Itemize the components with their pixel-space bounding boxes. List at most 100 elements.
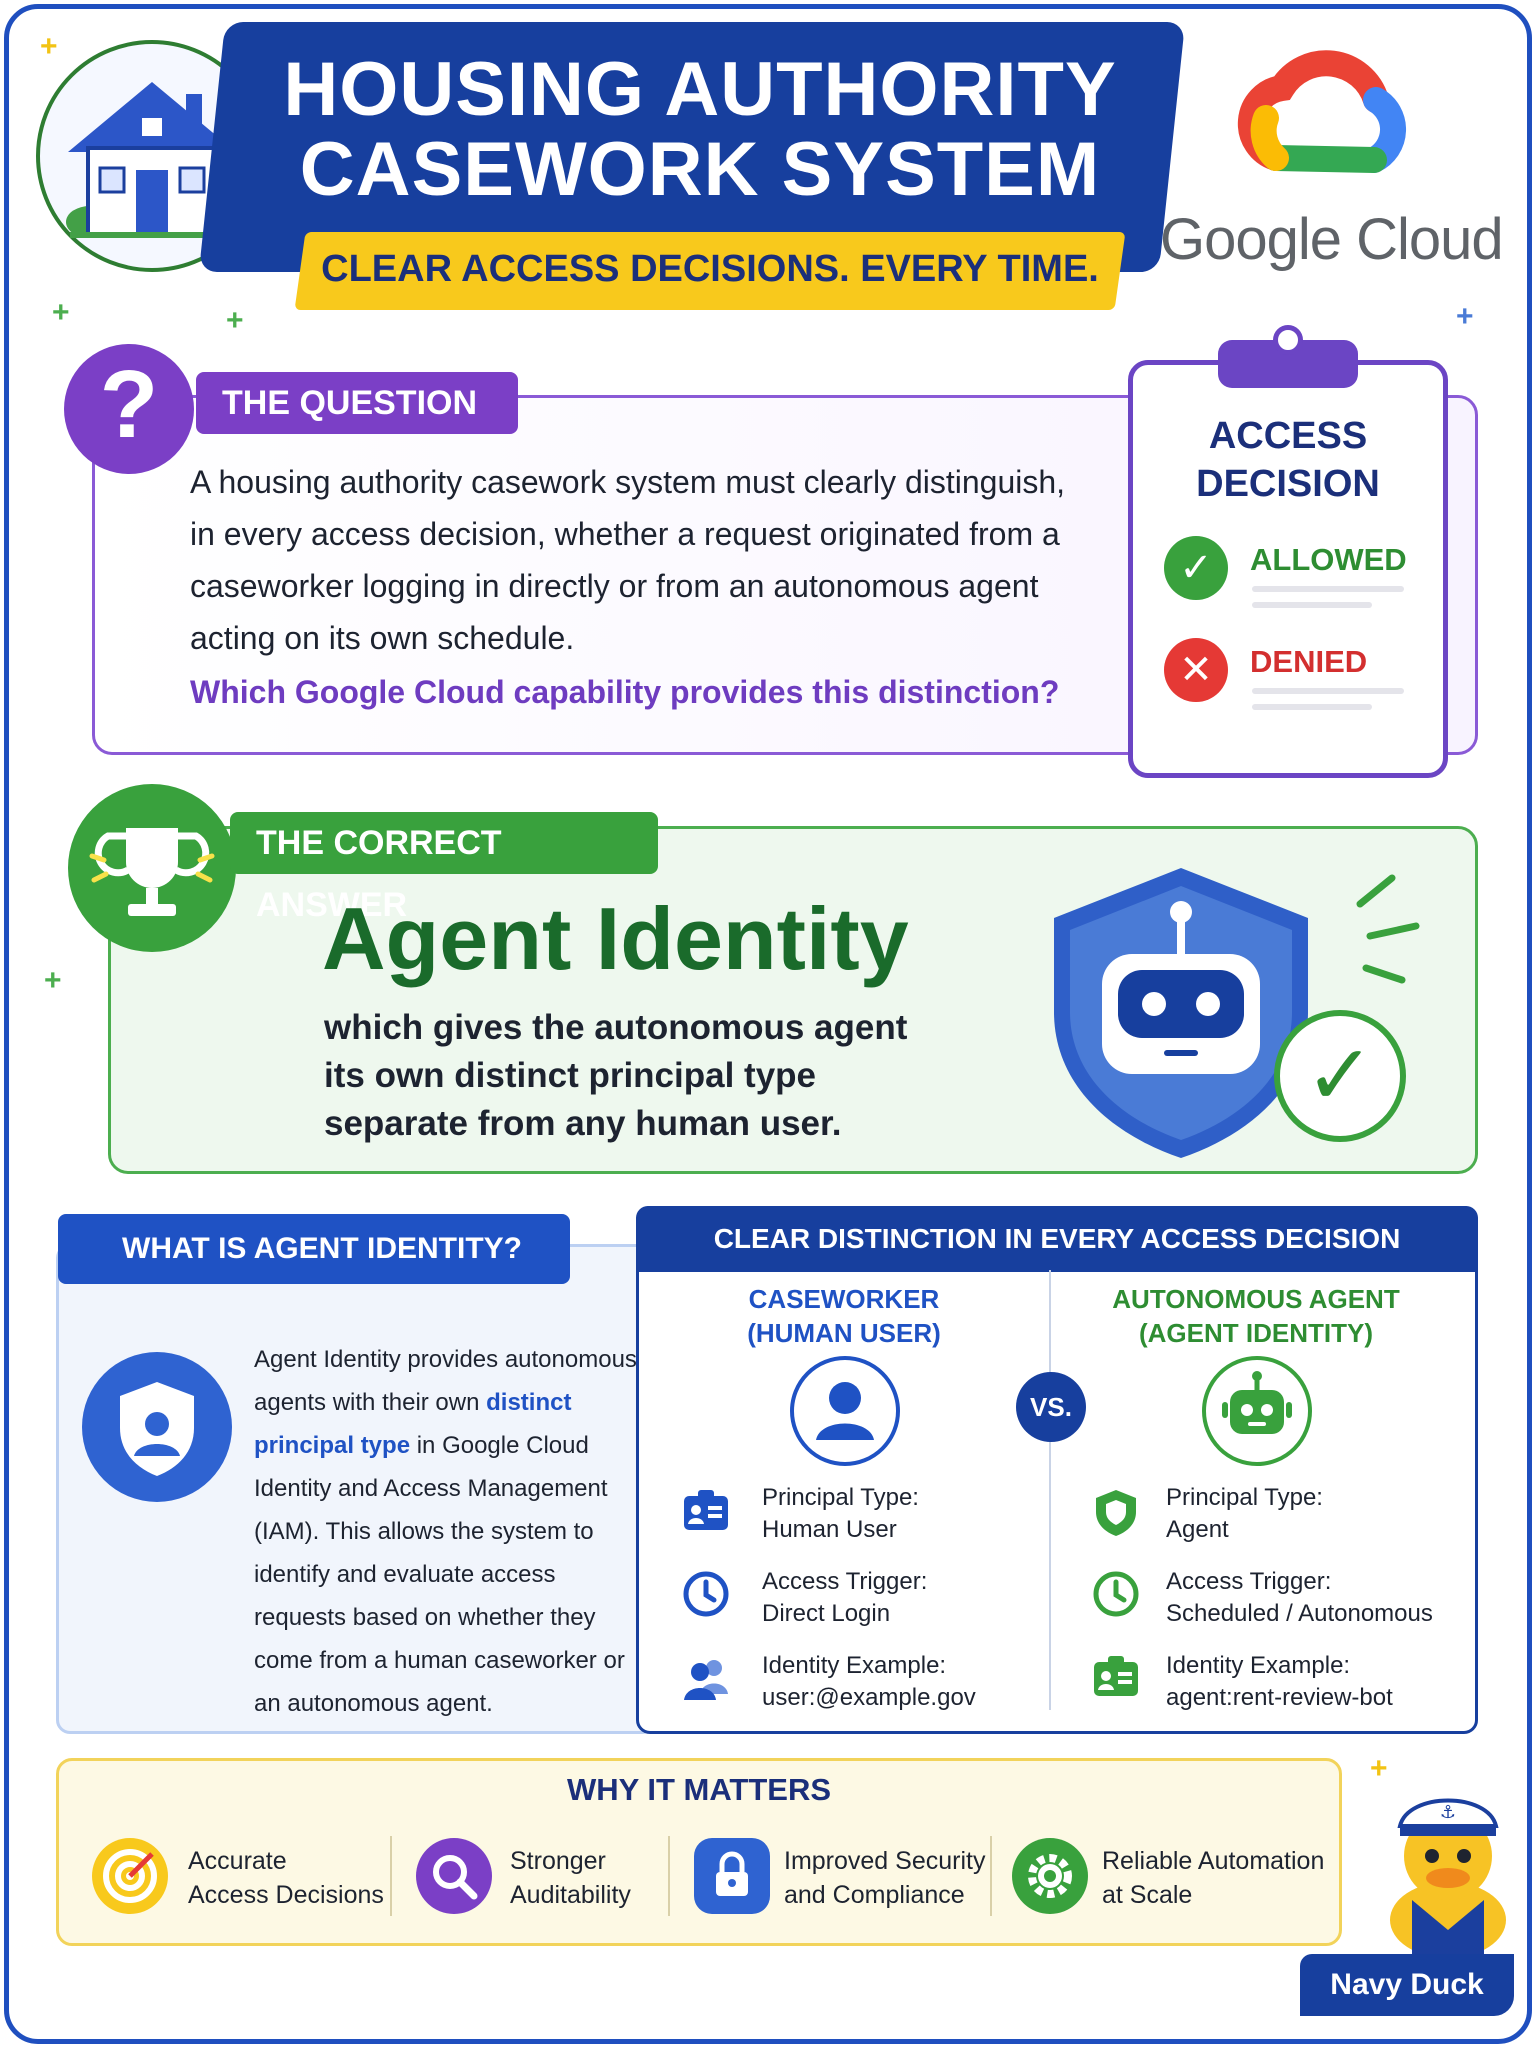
sparkle-icon: + [40, 30, 58, 63]
person-avatar [790, 1356, 900, 1466]
row-label: Access Trigger: [762, 1568, 928, 1595]
check-circle-icon: ✓ [1274, 1010, 1406, 1142]
comparison-panel [636, 1206, 1478, 1734]
clipboard-title: ACCESS DECISION [1130, 412, 1446, 508]
title-line-1: HOUSING AUTHORITY [283, 47, 1117, 132]
what-is-description: Agent Identity provides autonomous agent… [254, 1338, 644, 1725]
trophy-badge [68, 784, 236, 952]
clipboard-title-line-1: ACCESS [1208, 415, 1368, 457]
caseworker-principal-type: Principal Type: Human User [762, 1482, 919, 1546]
target-icon [103, 1849, 157, 1903]
google-cloud-logo-icon [1237, 50, 1407, 173]
row-value: Human User [762, 1516, 897, 1543]
shield-icon [1096, 1490, 1136, 1536]
sparkle-icon: + [44, 964, 62, 997]
answer-line-2: its own distinct principal type [324, 1056, 816, 1095]
id-card-icon [1094, 1656, 1138, 1696]
row-label: Access Trigger: [1166, 1568, 1332, 1595]
answer-description: which gives the autonomous agent its own… [324, 1004, 1024, 1148]
why-item-auditability: Stronger Auditability [510, 1844, 631, 1912]
caseworker-access-trigger: Access Trigger: Direct Login [762, 1566, 927, 1630]
x-icon: ✕ [1164, 638, 1228, 702]
answer-line-1: which gives the autonomous agent [324, 1008, 908, 1047]
placeholder-line [1252, 704, 1372, 710]
why-item-line-2: Auditability [510, 1881, 631, 1909]
why-item-automation: Reliable Automation at Scale [1102, 1844, 1324, 1912]
title-line-2: CASEWORK SYSTEM [299, 127, 1101, 212]
row-value: Agent [1166, 1516, 1229, 1543]
row-label: Principal Type: [1166, 1484, 1323, 1511]
answer-line-3: separate from any human user. [324, 1104, 842, 1143]
target-badge [92, 1838, 168, 1914]
placeholder-line [1252, 602, 1372, 608]
person-icon [816, 1382, 874, 1440]
row-value: agent:rent-review-bot [1166, 1684, 1393, 1711]
clock-icon [1093, 1571, 1139, 1617]
agent-title: AUTONOMOUS AGENT [1112, 1284, 1400, 1314]
sparkle-icon: + [52, 296, 70, 329]
why-item-line-1: Reliable Automation [1102, 1847, 1325, 1875]
why-item-accurate: Accurate Access Decisions [188, 1844, 384, 1912]
comparison-header: CLEAR DISTINCTION IN EVERY ACCESS DECISI… [636, 1206, 1478, 1272]
row-label: Principal Type: [762, 1484, 919, 1511]
question-mark-icon: ? [99, 351, 159, 458]
allowed-label: ALLOWED [1250, 542, 1407, 577]
agent-access-trigger: Access Trigger: Scheduled / Autonomous [1166, 1566, 1433, 1630]
clipboard-ring [1273, 325, 1303, 355]
users-icon [684, 1660, 728, 1700]
gear-badge [1012, 1838, 1088, 1914]
clock-icon [683, 1571, 729, 1617]
lock-badge [694, 1838, 770, 1914]
agent-principal-type: Principal Type: Agent [1166, 1482, 1323, 1546]
why-item-line-2: Access Decisions [188, 1881, 384, 1909]
magnifier-icon [433, 1855, 478, 1900]
gear-icon [1028, 1854, 1072, 1898]
row-label: Identity Example: [762, 1652, 947, 1679]
tagline: CLEAR ACCESS DECISIONS. EVERY TIME. [321, 248, 1099, 290]
why-item-line-1: Improved Security [784, 1847, 986, 1875]
robot-shield-icon [1054, 868, 1308, 1158]
why-item-line-1: Stronger [510, 1847, 606, 1875]
question-text: A housing authority casework system must… [190, 464, 1066, 656]
google-cloud-wordmark: Google Cloud [1160, 207, 1504, 272]
navy-duck-mascot-icon: ⚓ [1390, 1798, 1506, 1958]
why-item-line-2: at Scale [1102, 1881, 1193, 1909]
robot-icon [1222, 1371, 1292, 1434]
divider [390, 1836, 392, 1916]
magnifier-badge [416, 1838, 492, 1914]
lock-icon [716, 1851, 748, 1896]
page-title: HOUSING AUTHORITY CASEWORK SYSTEM [250, 50, 1150, 210]
row-value: Scheduled / Autonomous [1166, 1600, 1433, 1627]
robot-avatar [1202, 1356, 1312, 1466]
clipboard-title-line-2: DECISION [1196, 463, 1380, 505]
why-item-security: Improved Security and Compliance [784, 1844, 985, 1912]
caseworker-heading: CASEWORKER (HUMAN USER) [644, 1282, 1044, 1350]
caseworker-subtitle: (HUMAN USER) [747, 1318, 941, 1348]
what-is-label: WHAT IS AGENT IDENTITY? [58, 1214, 570, 1284]
placeholder-line [1252, 688, 1404, 694]
denied-label: DENIED [1250, 644, 1368, 679]
sparkle-icon: + [1370, 1752, 1388, 1785]
why-item-line-2: and Compliance [784, 1881, 965, 1909]
answer-label: THE CORRECT ANSWER [230, 812, 658, 924]
row-value: Direct Login [762, 1600, 891, 1627]
placeholder-line [1252, 586, 1404, 592]
divider [990, 1836, 992, 1916]
question-bubble [64, 344, 194, 474]
svg-text:⚓: ⚓ [1440, 1802, 1456, 1823]
check-icon: ✓ [1164, 536, 1228, 600]
sparkle-icon: + [1456, 300, 1474, 333]
divider [668, 1836, 670, 1916]
burst-lines-icon [1356, 874, 1420, 984]
question-prompt: Which Google Cloud capability provides t… [190, 674, 1060, 710]
row-value: user:@example.gov [762, 1684, 976, 1711]
sparkle-icon: + [226, 304, 244, 337]
user-shield-icon [120, 1382, 194, 1476]
caseworker-title: CASEWORKER [748, 1284, 940, 1314]
why-item-line-1: Accurate [188, 1847, 287, 1875]
id-card-icon [684, 1490, 728, 1530]
caseworker-identity-example: Identity Example: user:@example.gov [762, 1650, 976, 1714]
vs-badge: VS. [1016, 1372, 1086, 1442]
why-it-matters-title: WHY IT MATTERS [566, 1772, 832, 1807]
what-is-text: Agent Identity provides autonomous agent… [254, 1346, 637, 1416]
